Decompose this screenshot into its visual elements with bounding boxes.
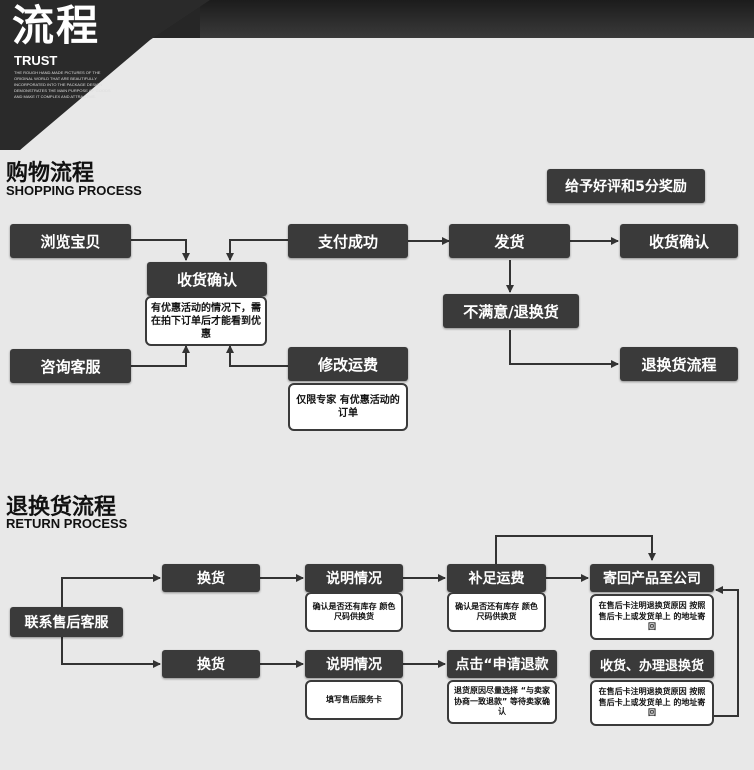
modify-note-box: 仅限专家 有优惠活动的订单 xyxy=(288,383,408,431)
receive-note-box: 在售后卡注明退换货原因 按照售后卡上或发货单上 的地址寄回 xyxy=(590,680,714,726)
exchange-bottom-box: 换货 xyxy=(162,650,260,678)
edge-note-receive xyxy=(713,586,739,717)
refund-note-box: 退货原因尽量选择 “与卖家协商一致退款” 等待卖家确认 xyxy=(447,680,557,724)
modify-fee-box: 修改运费 xyxy=(288,347,408,381)
confirm-receipt-box: 收货确认 xyxy=(147,262,267,296)
reward-box: 给予好评和5分奖励 xyxy=(547,169,705,203)
returns-subtitle: RETURN PROCESS xyxy=(6,516,128,531)
pay-shipping-box: 补足运费 xyxy=(447,564,546,592)
card-note-box: 填写售后服务卡 xyxy=(305,680,403,720)
edge-contact-exchange-top xyxy=(61,574,161,607)
banner-title: 流程 xyxy=(12,1,101,50)
edge-pay-confirm xyxy=(226,239,288,261)
receive-refund-box: 收货、办理退换货 xyxy=(590,650,714,678)
edge-consult-confirm xyxy=(131,345,190,367)
return-flow-box: 退换货流程 xyxy=(620,347,738,381)
consult-box: 咨询客服 xyxy=(10,349,131,383)
pay-success-box: 支付成功 xyxy=(288,224,408,258)
explain-bottom-box: 说明情况 xyxy=(305,650,403,678)
unsatisfied-box: 不满意/退换货 xyxy=(443,294,579,328)
shopping-subtitle: SHOPPING PROCESS xyxy=(6,183,142,198)
browse-box: 浏览宝贝 xyxy=(10,224,131,258)
stock-note-2-box: 确认是否还有库存 颜色尺码供换货 xyxy=(447,592,546,632)
exchange-top-box: 换货 xyxy=(162,564,260,592)
edge-contact-exchange-bottom xyxy=(61,637,161,668)
edge-fee-confirm xyxy=(226,345,288,367)
edge-loop-send xyxy=(495,535,656,564)
ship-box: 发货 xyxy=(449,224,570,258)
receipt-confirm-box: 收货确认 xyxy=(620,224,738,258)
returns-title: 退换货流程 xyxy=(6,495,117,520)
explain-top-box: 说明情况 xyxy=(305,564,403,592)
banner-blurb: THE ROUGH HAND-MADE PICTURES OF THE ORIG… xyxy=(14,70,111,99)
confirm-note-box: 有优惠活动的情况下，需在拍下订单后才能看到优惠 xyxy=(145,296,267,346)
send-back-note-box: 在售后卡注明退换货原因 按照售后卡上或发货单上 的地址寄回 xyxy=(590,594,714,640)
banner-subtitle: TRUST xyxy=(14,53,58,68)
edge-unsatisfied-return xyxy=(509,330,619,368)
contact-service-box: 联系售后客服 xyxy=(10,607,123,637)
shopping-title: 购物流程 xyxy=(6,161,95,186)
send-back-box: 寄回产品至公司 xyxy=(590,564,714,592)
stock-note-box: 确认是否还有库存 颜色尺码供换货 xyxy=(305,592,403,632)
apply-refund-box: 点击“申请退款 xyxy=(447,650,557,678)
edge-browse-confirm xyxy=(131,239,190,261)
